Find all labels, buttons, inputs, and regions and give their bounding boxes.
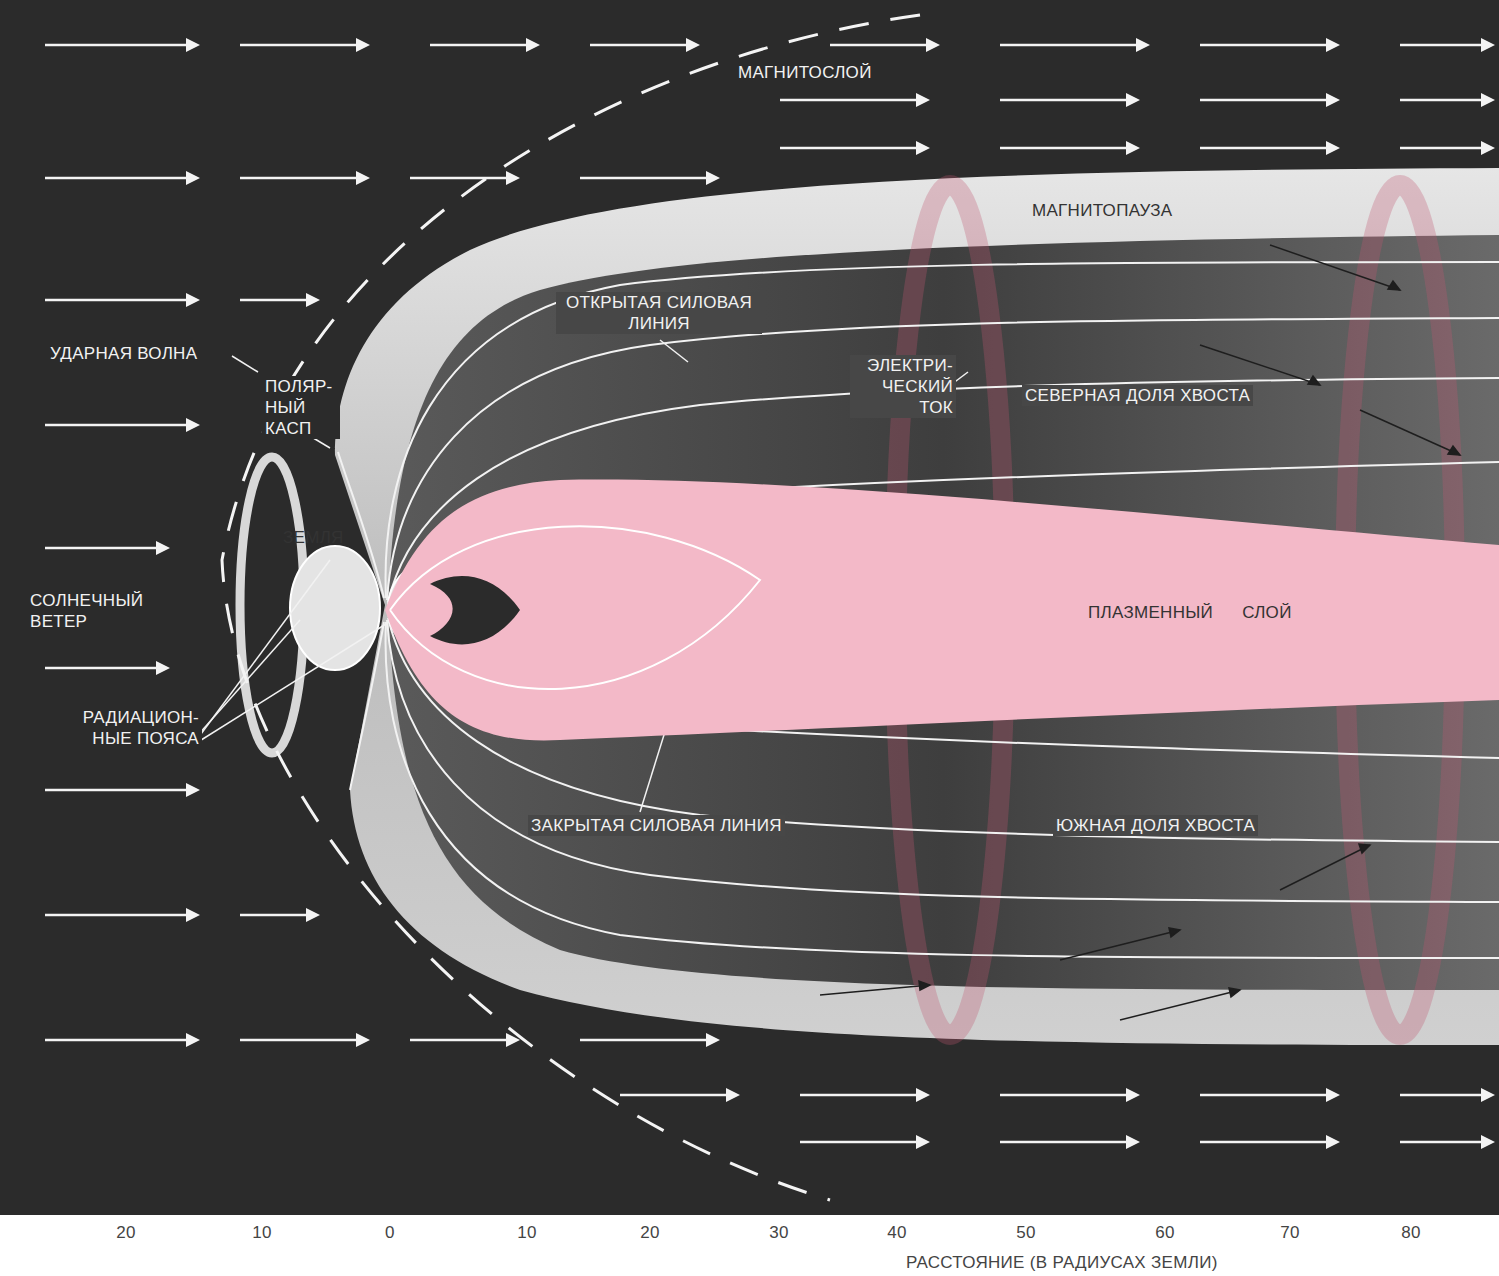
wind-arrow <box>1200 1135 1340 1149</box>
line-label: ОТКРЫТАЯ СИЛОВАЯ ЛИНИЯ <box>556 292 762 334</box>
wind-arrow <box>830 38 940 52</box>
wind-arrow <box>1000 93 1140 107</box>
wind-arrow <box>1200 1088 1340 1102</box>
wind-arrow <box>45 541 170 555</box>
wind-arrow <box>1000 141 1140 155</box>
axis-tick-label: 10 <box>517 1222 537 1243</box>
wind-arrow <box>1400 93 1495 107</box>
axis-tick-label: 40 <box>887 1222 907 1243</box>
axis-tick-label: 20 <box>116 1222 136 1243</box>
wind-arrow <box>45 783 200 797</box>
wind-arrow <box>45 293 200 307</box>
earth-label: ЗЕМЛЯ <box>283 527 344 548</box>
wind-arrow <box>45 418 200 432</box>
plasma-sheet-shape <box>385 474 1499 754</box>
region-label: ПЛАЗМЕННЫЙ СЛОЙ <box>1088 602 1292 623</box>
wind-arrow <box>1000 1088 1140 1102</box>
wind-arrow <box>1400 1135 1495 1149</box>
region-label: МАГНИТОСЛОЙ <box>735 62 875 83</box>
region-label: УДАРНАЯ ВОЛНА <box>47 343 200 364</box>
wind-arrow <box>800 1135 930 1149</box>
line-label: ЗАКРЫТАЯ СИЛОВАЯ ЛИНИЯ <box>528 815 785 836</box>
current-label: ЭЛЕКТРИ-ЧЕСКИЙ ТОК <box>850 355 956 418</box>
wind-arrow <box>410 1033 520 1047</box>
region-label: МАГНИТОПАУЗА <box>1032 200 1173 221</box>
wind-arrow <box>580 1033 720 1047</box>
wind-arrow <box>240 171 370 185</box>
wind-arrow <box>580 171 720 185</box>
wind-arrow <box>1400 38 1495 52</box>
wind-arrow <box>1200 93 1340 107</box>
wind-arrow <box>780 93 930 107</box>
region-label: ЮЖНАЯ ДОЛЯ ХВОСТА <box>1053 815 1258 836</box>
axis-tick-label: 50 <box>1016 1222 1036 1243</box>
wind-arrow <box>800 1088 930 1102</box>
wind-arrow <box>410 171 520 185</box>
wind-arrow <box>620 1088 740 1102</box>
wind-arrow <box>240 38 370 52</box>
axis-tick-label: 10 <box>252 1222 272 1243</box>
wind-arrow <box>1200 141 1340 155</box>
wind-arrow <box>780 141 930 155</box>
axis-tick-label: 20 <box>640 1222 660 1243</box>
wind-arrow <box>1000 38 1150 52</box>
wind-arrow <box>1200 38 1340 52</box>
wind-arrow <box>1400 1088 1495 1102</box>
wind-arrow <box>240 908 320 922</box>
axis-title: РАССТОЯНИЕ (В РАДИУСАХ ЗЕМЛИ) <box>906 1252 1218 1273</box>
wind-arrow <box>240 1033 370 1047</box>
plasma-sheet: ПЛАЗМЕННЫЙ СЛОЙ <box>385 474 1499 754</box>
wind-arrow <box>1400 141 1495 155</box>
region-label: ПОЛЯР-НЫЙ КАСП <box>262 376 340 439</box>
wind-arrow <box>45 661 170 675</box>
wind-arrow <box>1000 1135 1140 1149</box>
axis-tick-label: 70 <box>1280 1222 1300 1243</box>
wind-arrow <box>45 1033 200 1047</box>
axis-tick-label: 80 <box>1401 1222 1421 1243</box>
axis-tick-label: 60 <box>1155 1222 1175 1243</box>
wind-arrow <box>45 908 200 922</box>
wind-arrow <box>590 38 700 52</box>
wind-arrow <box>430 38 540 52</box>
axis-tick-label: 0 <box>385 1222 395 1243</box>
region-label: СОЛНЕЧНЫЙ ВЕТЕР <box>27 590 183 632</box>
region-label: РАДИАЦИОН-НЫЕ ПОЯСА <box>78 707 202 749</box>
wind-arrow <box>240 293 320 307</box>
region-label: СЕВЕРНАЯ ДОЛЯ ХВОСТА <box>1022 385 1253 406</box>
axis-tick-label: 30 <box>769 1222 789 1243</box>
wind-arrow <box>45 171 200 185</box>
wind-arrow <box>45 38 200 52</box>
